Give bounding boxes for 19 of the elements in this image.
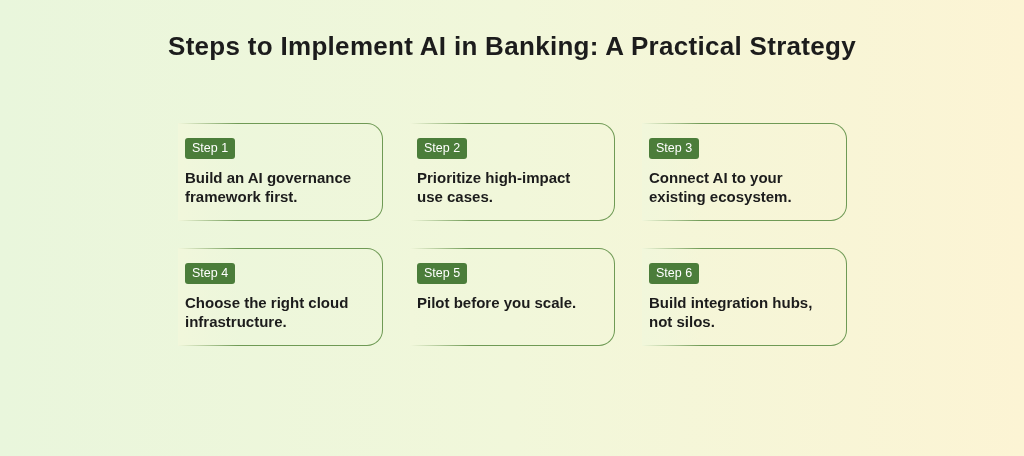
step-card	[642, 123, 847, 221]
step-label: Step 4	[185, 263, 236, 284]
step-label: Step 3	[649, 138, 700, 159]
step-card	[642, 248, 847, 346]
step-label: Step 2	[417, 138, 468, 159]
step-card	[410, 123, 615, 221]
title: Steps to Implement AI in Banking: A Practical Strategy	[168, 31, 856, 62]
step-label: Step 5	[417, 263, 468, 284]
step-text: Prioritize high-impact use cases.	[417, 168, 572, 206]
step-text: Build integration hubs, not silos.	[649, 293, 814, 331]
step-card	[178, 248, 383, 346]
step-label: Step 1	[185, 138, 236, 159]
step-text: Pilot before you scale.	[417, 293, 578, 312]
step-label: Step 6	[649, 263, 700, 284]
step-text: Build an AI governance framework first.	[185, 168, 353, 206]
step-text: Connect AI to your existing ecosystem.	[649, 168, 793, 206]
step-card	[178, 123, 383, 221]
step-text: Choose the right cloud infrastructure.	[185, 293, 350, 331]
step-card	[410, 248, 615, 346]
